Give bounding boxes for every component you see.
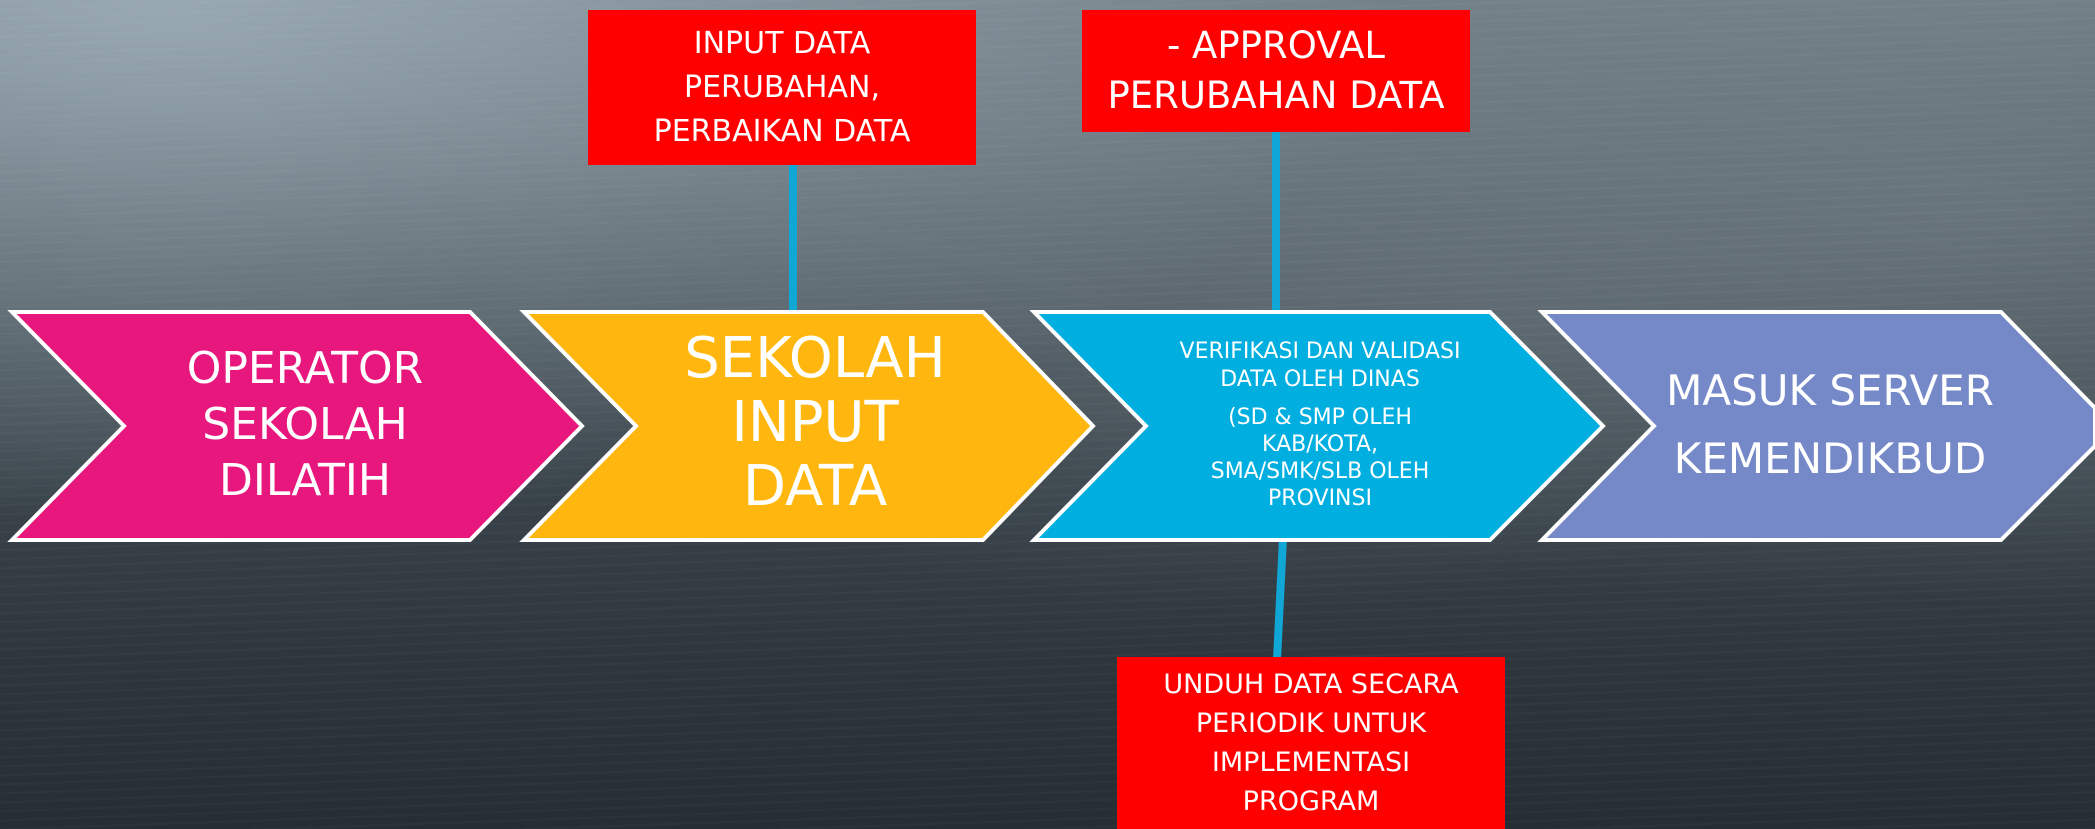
callout-line: PROGRAM (1242, 786, 1380, 817)
step-sublabel-line: (SD & SMP OLEH (1228, 404, 1412, 430)
callout-unduh: UNDUH DATA SECARA PERIODIK UNTUK IMPLEME… (1117, 657, 1505, 829)
step-label-server: MASUK SERVER KEMENDIKBUD (1650, 360, 2010, 490)
callout-line: PERUBAHAN, (683, 69, 880, 105)
step-label-line: MASUK SERVER (1666, 366, 1994, 415)
step-sublabel-line: KAB/KOTA, (1262, 431, 1378, 457)
step-chevron-verifikasi (1029, 310, 1606, 542)
step-sublabel-line: SMA/SMK/SLB OLEH (1210, 458, 1430, 484)
callout-line: IMPLEMENTASI (1211, 747, 1411, 778)
step-chevron-sekolah (519, 310, 1096, 542)
callout-line: PERUBAHAN DATA (1107, 74, 1445, 117)
connector-unduh (1273, 537, 1287, 661)
step-label-line: DATA (742, 454, 888, 519)
callout-line: - APPROVAL (1166, 24, 1386, 67)
callout-line: PERBAIKAN DATA (653, 113, 911, 149)
callout-line: UNDUH DATA SECARA (1163, 669, 1459, 700)
step-label-line: KEMENDIKBUD (1673, 434, 1987, 483)
step-label-line: OPERATOR (186, 343, 424, 394)
step-chevron-server (1537, 310, 2095, 542)
step-label-line: SEKOLAH (202, 399, 408, 450)
step-label-line: VERIFIKASI DAN VALIDASI (1179, 338, 1461, 364)
step-label-line: DILATIH (218, 455, 391, 506)
step-label-verifikasi: VERIFIKASI DAN VALIDASI DATA OLEH DINAS … (1140, 322, 1500, 527)
callout-line: INPUT DATA (693, 25, 871, 61)
callout-input-perubahan: INPUT DATA PERUBAHAN, PERBAIKAN DATA (588, 10, 976, 165)
step-label-line: DATA OLEH DINAS (1220, 366, 1420, 392)
step-label-line: INPUT (731, 390, 899, 455)
callout-line: PERIODIK UNTUK (1195, 708, 1427, 739)
callout-approval: - APPROVAL PERUBAHAN DATA (1082, 10, 1470, 132)
step-chevron-operator (7, 310, 585, 542)
step-label-line: SEKOLAH (684, 326, 946, 391)
step-label-sekolah: SEKOLAH INPUT DATA (650, 318, 980, 528)
step-sublabel-line: PROVINSI (1268, 485, 1372, 511)
step-label-operator: OPERATOR SEKOLAH DILATIH (140, 330, 470, 520)
